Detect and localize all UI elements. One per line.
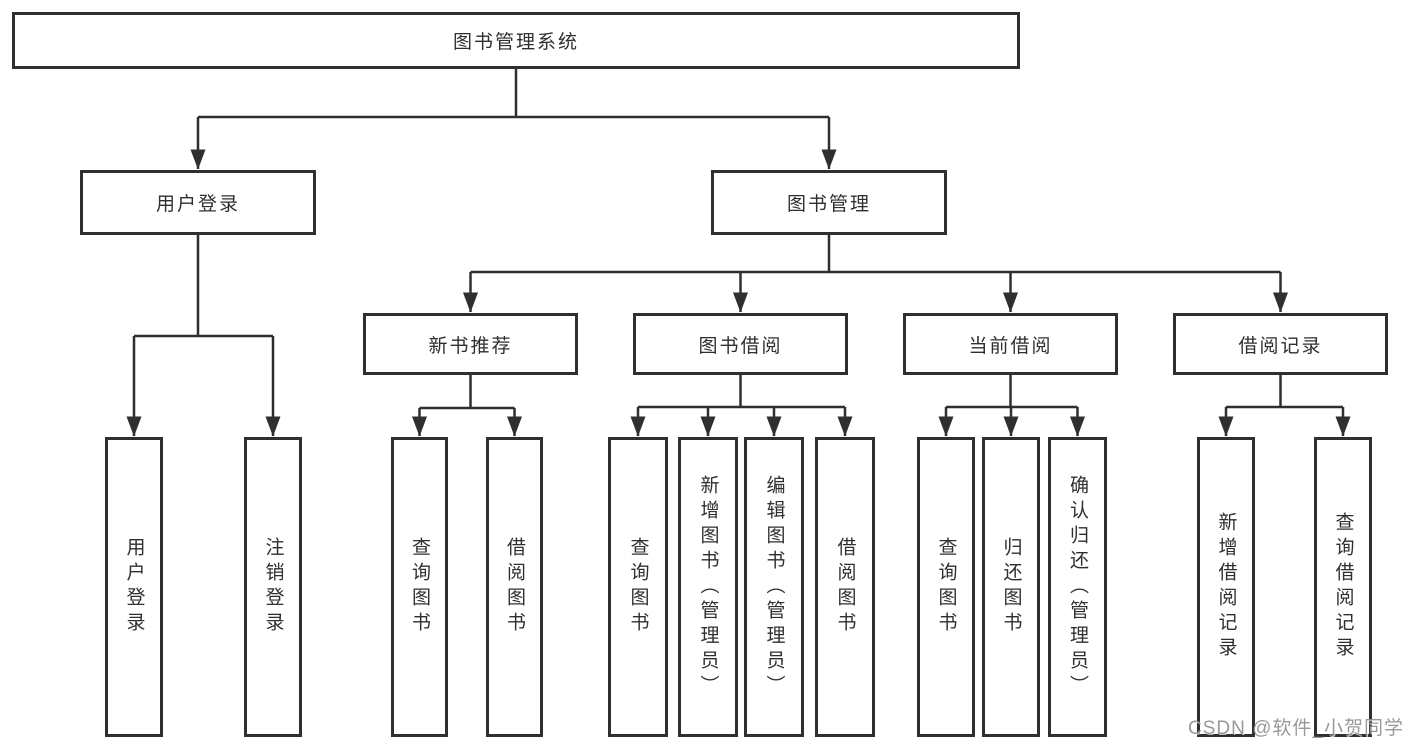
node-current-borrowing: 当前借阅 xyxy=(903,313,1118,375)
leaf-rec-query-books: 查询图书 xyxy=(391,437,448,737)
node-user-login: 用户登录 xyxy=(80,170,316,235)
leaf-label: 查询借阅记录 xyxy=(1332,512,1354,662)
leaf-label: 新增借阅记录 xyxy=(1215,512,1237,662)
leaf-label: 用户登录 xyxy=(123,537,145,637)
leaf-label: 编辑图书（管理员） xyxy=(763,474,785,700)
leaf-user-login: 用户登录 xyxy=(105,437,163,737)
leaf-bb-add-books-admin: 新增图书（管理员） xyxy=(678,437,738,737)
node-new-book-recommend: 新书推荐 xyxy=(363,313,578,375)
leaf-bb-query-books: 查询图书 xyxy=(608,437,668,737)
leaf-label: 注销登录 xyxy=(262,537,284,637)
leaf-label: 查询图书 xyxy=(627,537,649,637)
leaf-label: 确认归还（管理员） xyxy=(1067,474,1088,700)
leaf-br-add-record: 新增借阅记录 xyxy=(1197,437,1255,737)
leaf-bb-borrow-books: 借阅图书 xyxy=(815,437,875,737)
node-library-system: 图书管理系统 xyxy=(12,12,1020,69)
leaf-rec-borrow-books: 借阅图书 xyxy=(486,437,543,737)
leaf-cb-query-books: 查询图书 xyxy=(917,437,975,737)
node-label: 图书借阅 xyxy=(698,335,783,357)
leaf-label: 查询图书 xyxy=(935,537,957,637)
csdn-watermark: CSDN @软件_小贺同学 xyxy=(1188,718,1404,739)
node-label: 当前借阅 xyxy=(968,335,1053,357)
leaf-logout-login: 注销登录 xyxy=(244,437,302,737)
node-borrow-records: 借阅记录 xyxy=(1173,313,1388,375)
node-label: 用户登录 xyxy=(155,194,240,215)
leaf-label: 借阅图书 xyxy=(504,537,525,637)
node-label: 图书管理系统 xyxy=(452,32,579,53)
node-label: 新书推荐 xyxy=(428,335,513,357)
leaf-cb-return-books: 归还图书 xyxy=(982,437,1040,737)
node-book-borrowing: 图书借阅 xyxy=(633,313,848,375)
leaf-label: 新增图书（管理员） xyxy=(697,474,719,700)
leaf-br-query-record: 查询借阅记录 xyxy=(1314,437,1372,737)
leaf-bb-edit-books-admin: 编辑图书（管理员） xyxy=(744,437,804,737)
leaf-label: 归还图书 xyxy=(1000,537,1022,637)
leaf-label: 借阅图书 xyxy=(834,537,856,637)
node-label: 图书管理 xyxy=(786,194,871,215)
node-label: 借阅记录 xyxy=(1238,335,1323,357)
leaf-cb-confirm-return-admin: 确认归还（管理员） xyxy=(1048,437,1107,737)
node-book-management: 图书管理 xyxy=(711,170,947,235)
leaf-label: 查询图书 xyxy=(409,537,430,637)
